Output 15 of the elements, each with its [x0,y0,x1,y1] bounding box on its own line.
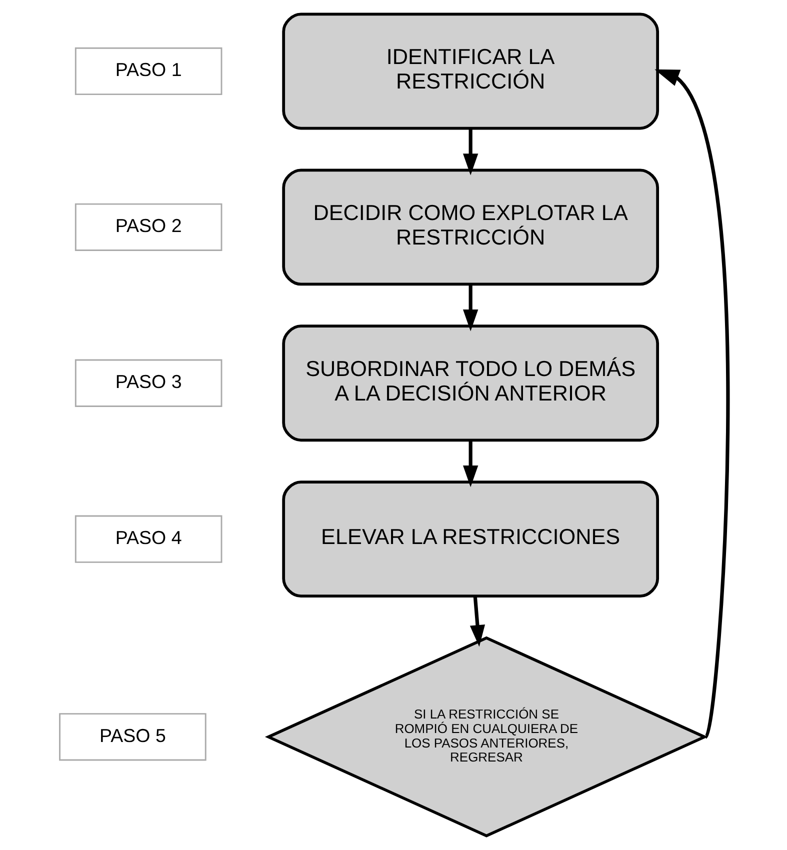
arrow [462,284,478,332]
node-box: ELEVAR LA RESTRICCIONES [282,480,659,598]
node-box: SUBORDINAR TODO LO DEMÁS A LA DECISIÓN ANTERIOR [282,324,659,442]
arrow [654,69,730,738]
node-box: PASO 5 [58,713,206,761]
node-box: PASO 3 [74,359,222,407]
node-diamond: SI LA RESTRICCIÓN SE ROMPIÓ EN CUALQUIERA DE LOS PASOS ANTERIORES, REGRESAR [264,636,708,838]
arrow [462,128,478,176]
node-box: PASO 2 [74,203,222,251]
node-box: IDENTIFICAR LA RESTRICCIÓN [282,12,659,130]
node-box: PASO 4 [74,515,222,563]
node-box: PASO 1 [74,47,222,96]
arrow [469,596,485,647]
node-box: DECIDIR COMO EXPLOTAR LA RESTRICCIÓN [282,168,659,286]
arrow [462,440,478,488]
